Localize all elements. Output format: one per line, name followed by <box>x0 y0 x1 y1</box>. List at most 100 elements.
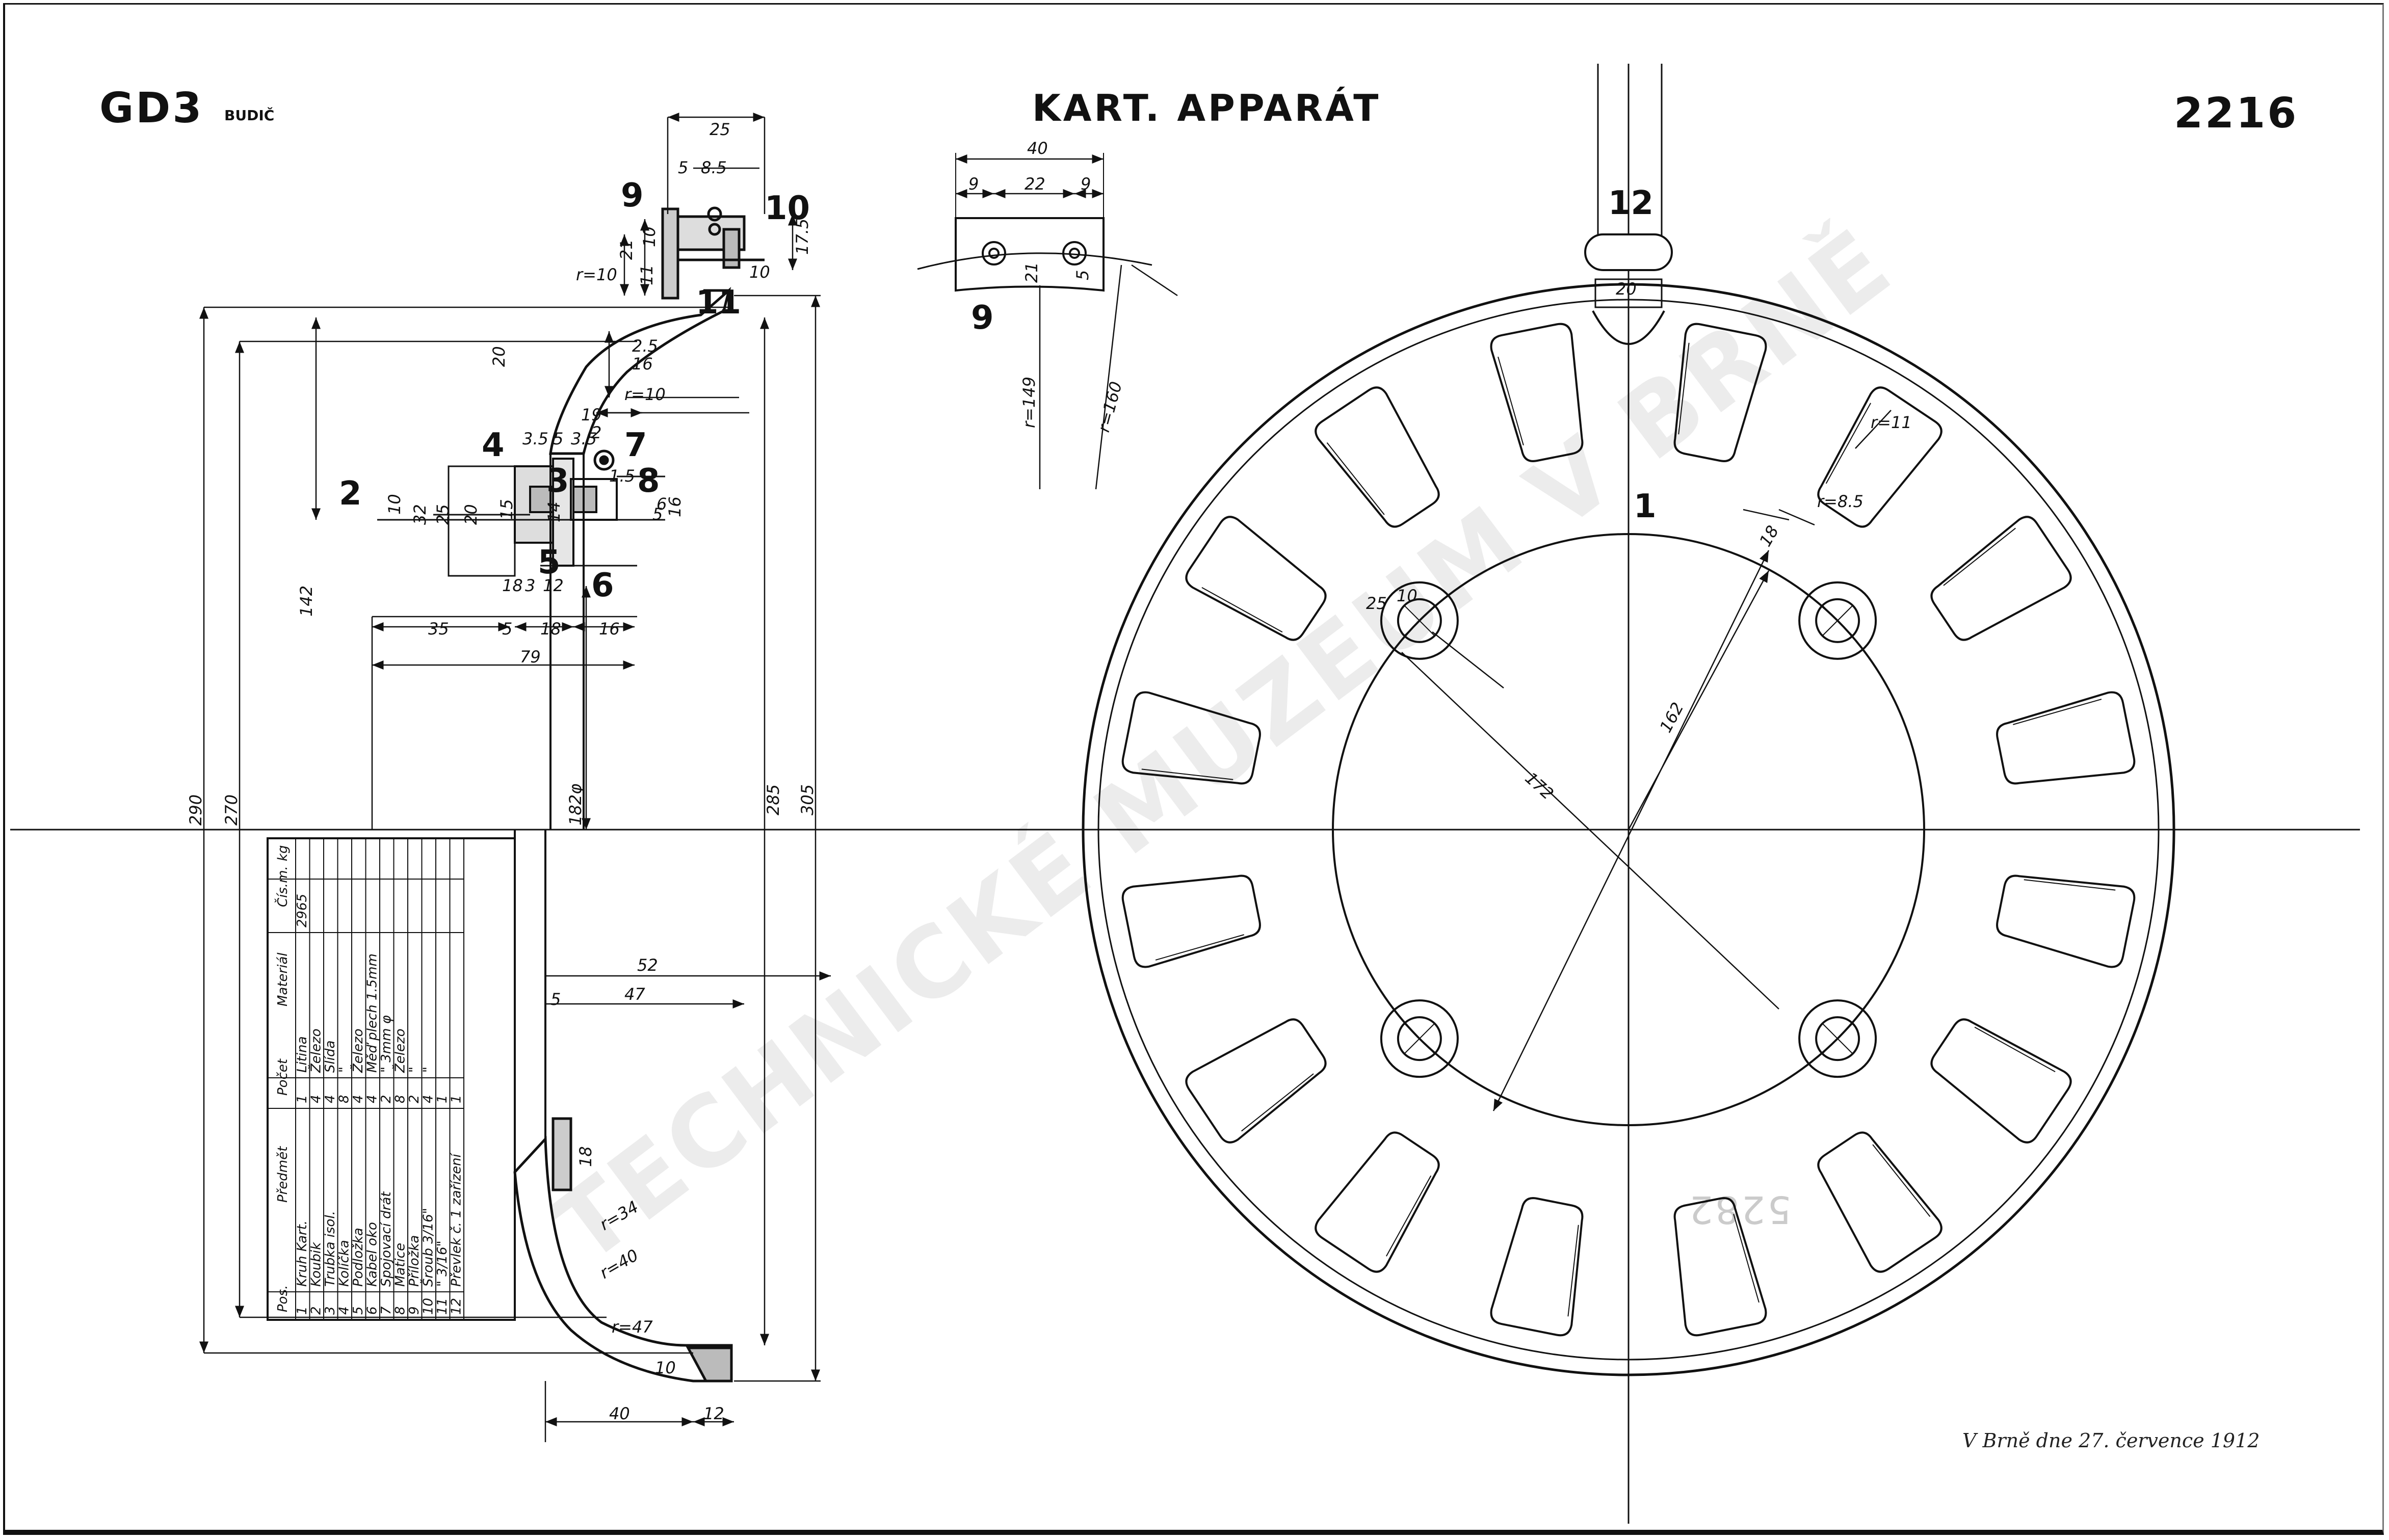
dim-label: 32 <box>410 504 430 525</box>
table-cell: 4 <box>351 1095 366 1103</box>
mounting-boss <box>1380 999 1459 1078</box>
position-label-10: 10 <box>765 190 810 227</box>
dim-label: 3.5 <box>571 429 597 448</box>
table-cell: 8 <box>393 1095 408 1103</box>
position-label-4: 4 <box>482 427 505 464</box>
ring-slot <box>1185 1018 1327 1144</box>
dim-label: 20 <box>461 504 481 525</box>
table-cell: 12 <box>449 1298 464 1315</box>
dim-label: r=11 <box>1871 413 1912 432</box>
mounting-boss <box>1798 581 1877 660</box>
dim-label: 16 <box>632 354 653 374</box>
ring-slot <box>1121 691 1261 785</box>
dim-label: 52 <box>637 955 658 975</box>
table-cell: Slída <box>323 1041 338 1073</box>
table-cell: Kolíčka <box>337 1240 352 1287</box>
dim-label: 16 <box>599 619 620 639</box>
dim-label: r=160 <box>1094 380 1126 434</box>
dim-label: 172 <box>1521 768 1558 804</box>
table-cell: 1 <box>449 1095 464 1103</box>
table-cell: 1 <box>435 1095 450 1103</box>
dim-label: 40 <box>609 1404 630 1423</box>
table-cell: " <box>407 1067 422 1073</box>
table-cell: Matice <box>393 1243 408 1287</box>
ring-slot <box>1673 1197 1767 1337</box>
sheet-border <box>3 3 2384 1535</box>
table-cell: Litina <box>295 1036 310 1073</box>
dim-label: 5 <box>550 990 561 1009</box>
dim-label: 12 <box>543 576 564 595</box>
dim-label: 10 <box>1397 586 1417 605</box>
ring-slots <box>1121 323 2136 1337</box>
table-header-cell: Pos. <box>275 1285 291 1312</box>
dim-label: 12 <box>703 1404 724 1423</box>
table-cell: " 3/16" <box>435 1240 450 1287</box>
table-cell: " 3mm φ <box>379 1015 394 1073</box>
dim-label: r=149 <box>1019 377 1039 428</box>
table-cell: Kabel oko <box>365 1222 380 1287</box>
table-cell: Převlek č. 1 zařízení <box>449 1152 464 1287</box>
table-cell: 10 <box>421 1298 436 1315</box>
table-header-cell: kg <box>275 845 291 861</box>
dim-label: 290 <box>186 794 205 826</box>
dim-label: 5 <box>502 619 512 639</box>
dim-label: 18 <box>540 619 561 639</box>
drawing-title: KART. APPARÁT <box>1032 87 1381 129</box>
ring-slot <box>1996 874 2136 968</box>
position-label-9-section: 9 <box>621 177 644 215</box>
dim-label: 5 <box>1073 270 1092 280</box>
table-cell: 4 <box>337 1306 352 1315</box>
dim-label: 20 <box>1616 279 1637 299</box>
dim-label: 9 <box>1081 174 1091 194</box>
mounting-boss <box>1798 999 1877 1078</box>
dim-label: 18 <box>1755 522 1782 550</box>
table-cell: Trubka isol. <box>323 1211 338 1287</box>
table-cell: 1 <box>295 1306 310 1315</box>
table-cell: 4 <box>421 1095 436 1103</box>
table-cell: 4 <box>323 1095 338 1103</box>
dim-label: 40 <box>1027 139 1048 158</box>
table-cell: 2 <box>309 1306 324 1315</box>
ring-slot <box>1930 1018 2072 1144</box>
dim-label: 18 <box>576 1146 595 1167</box>
table-cell: 1 <box>295 1095 310 1103</box>
dim-label: 20 <box>489 346 509 367</box>
dim-label: 9 <box>968 174 979 194</box>
position-label-11: 11 <box>696 284 741 322</box>
table-cell: " <box>421 1067 436 1073</box>
dim-label: 10 <box>655 1358 676 1377</box>
dim-label: 16 <box>665 496 685 517</box>
table-cell: Příložka <box>407 1235 422 1287</box>
position-label-2: 2 <box>339 475 362 513</box>
table-cell: 2965 <box>295 894 310 927</box>
table-cell: Železo <box>350 1028 366 1073</box>
dim-label: 35 <box>428 619 449 639</box>
dim-label: 19 <box>581 405 602 424</box>
table-cell: " <box>337 1067 352 1073</box>
dim-label: 5 <box>553 429 563 448</box>
table-cell: 2 <box>407 1095 422 1103</box>
dim-label: 22 <box>1025 174 1045 194</box>
signature-date: V Brně dne 27. července 1912 <box>1962 1429 2260 1452</box>
dim-label: 25 <box>433 504 453 525</box>
dim-label: 21 <box>1022 262 1041 283</box>
ring-slot <box>1185 516 1327 641</box>
ring-mounting-bosses <box>1380 581 1877 1078</box>
dim-label: 3.5 <box>522 429 548 448</box>
dim-label: 8.5 <box>701 158 727 177</box>
dim-label: 21 <box>617 239 636 260</box>
dim-label: r=10 <box>624 385 666 404</box>
dim-label: 5 <box>652 505 663 524</box>
drawing-code-subtitle: BUDIČ <box>224 107 275 124</box>
dim-label: 79 <box>520 647 541 667</box>
ring-slot <box>1490 323 1584 462</box>
mounting-boss <box>1380 581 1459 660</box>
dim-label: r=10 <box>576 265 617 284</box>
dim-label: r=47 <box>612 1317 653 1337</box>
ring-slot <box>1817 1131 1942 1273</box>
dim-label: 11 <box>637 264 657 285</box>
ring-slot <box>1673 323 1767 462</box>
position-label-12: 12 <box>1608 184 1653 222</box>
table-cell: Šroub 3/16" <box>420 1208 436 1287</box>
